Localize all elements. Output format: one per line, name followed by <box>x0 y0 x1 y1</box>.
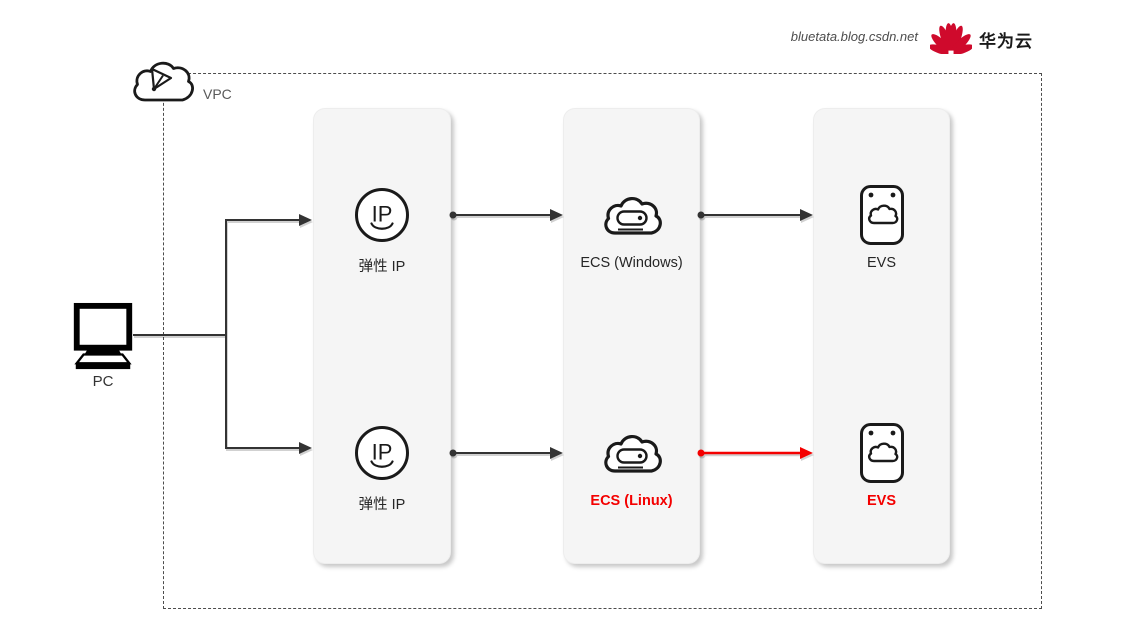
elastic-ip-card: IP 弹性 IP IP 弹性 IP <box>313 108 451 564</box>
ecs-cloud-icon <box>602 186 662 244</box>
ecs-windows-item: ECS (Windows) <box>563 186 700 271</box>
evs-disk-icon <box>859 423 905 483</box>
svg-text:IP: IP <box>372 202 393 227</box>
vpc-boundary <box>163 73 1042 609</box>
evs-item-top: EVS <box>813 185 950 271</box>
ecs-windows-label: ECS (Windows) <box>580 255 683 271</box>
vpc-label: VPC <box>203 86 232 102</box>
evs-item-bottom: EVS <box>813 423 950 509</box>
evs-label: EVS <box>866 493 896 509</box>
watermark-text: bluetata.blog.csdn.net <box>790 29 918 44</box>
elastic-ip-icon: IP <box>353 424 411 482</box>
evs-label: EVS <box>866 255 896 271</box>
huawei-logo-icon <box>930 23 972 54</box>
elastic-ip-label: 弹性 IP <box>358 259 406 275</box>
pc-label: PC <box>92 373 114 390</box>
evs-card: EVS EVS <box>813 108 950 564</box>
elastic-ip-icon: IP <box>353 186 411 244</box>
svg-text:IP: IP <box>372 440 393 465</box>
vpc-cloud-icon <box>133 61 194 102</box>
evs-disk-icon <box>859 185 905 245</box>
elastic-ip-item-top: IP 弹性 IP <box>313 186 451 276</box>
ecs-card: ECS (Windows) ECS (Linux) <box>563 108 700 564</box>
elastic-ip-item-bottom: IP 弹性 IP <box>313 424 451 514</box>
ecs-linux-item: ECS (Linux) <box>563 424 700 509</box>
elastic-ip-label: 弹性 IP <box>358 497 406 513</box>
brand-name: 华为云 <box>979 32 1033 51</box>
ecs-cloud-icon <box>602 424 662 482</box>
pc-monitor-icon <box>73 302 133 370</box>
ecs-linux-label: ECS (Linux) <box>590 493 673 509</box>
